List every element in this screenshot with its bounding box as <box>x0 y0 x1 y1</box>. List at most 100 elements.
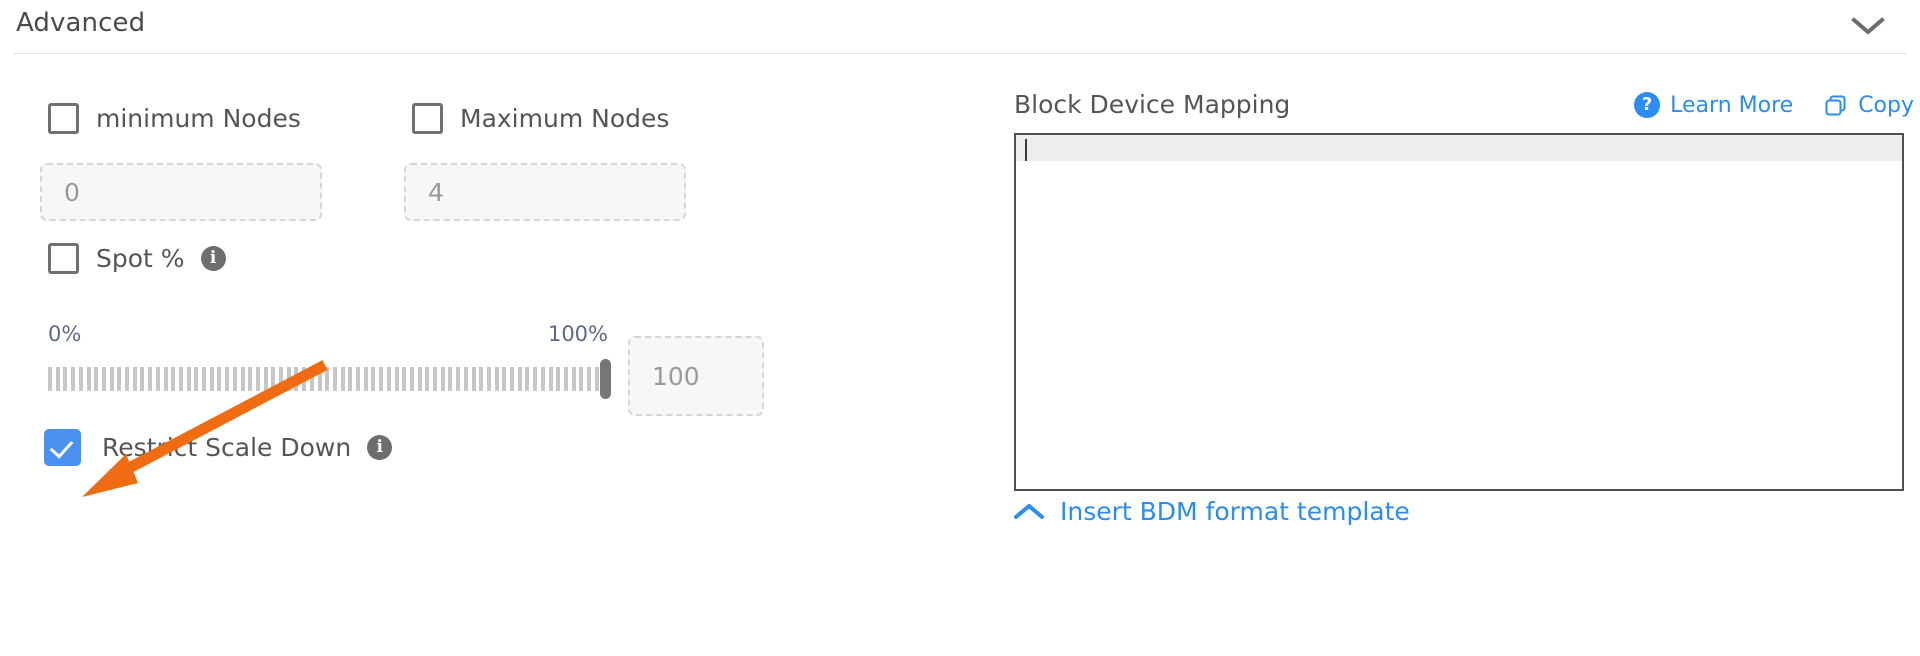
slider-tick <box>463 367 468 391</box>
learn-more-label: Learn More <box>1670 92 1794 118</box>
slider-tick <box>563 367 568 391</box>
slider-tick <box>94 367 99 391</box>
slider-min-label: 0% <box>48 322 82 346</box>
min-nodes-checkbox[interactable] <box>48 103 79 134</box>
slider-tick <box>148 367 153 391</box>
min-nodes-input[interactable]: 0 <box>40 163 322 221</box>
insert-bdm-template-link[interactable]: Insert BDM format template <box>1014 497 1410 526</box>
question-circle-icon: ? <box>1634 92 1661 118</box>
restrict-scale-down-info-icon[interactable]: i <box>367 435 393 460</box>
spot-percent-value-input[interactable]: 100 <box>628 336 764 416</box>
slider-tick <box>386 367 391 391</box>
slider-tick <box>471 367 476 391</box>
insert-bdm-template-label: Insert BDM format template <box>1060 497 1410 526</box>
slider-thumb[interactable] <box>600 359 611 399</box>
slider-tick <box>456 367 461 391</box>
slider-tick <box>325 367 330 391</box>
slider-tick <box>217 367 222 391</box>
slider-tick <box>486 367 491 391</box>
page-title: Advanced <box>16 8 146 38</box>
slider-tick <box>209 367 214 391</box>
slider-tick <box>402 367 407 391</box>
block-device-mapping-panel: Block Device Mapping ? Learn More Copy I… <box>1000 54 1920 656</box>
block-device-mapping-title: Block Device Mapping <box>1014 90 1291 119</box>
slider-tick <box>510 367 514 391</box>
spot-percent-row: Spot % i <box>48 243 226 274</box>
copy-icon <box>1823 93 1848 118</box>
slider-tick <box>448 367 453 391</box>
slider-tick <box>556 367 561 391</box>
slider-tick <box>125 367 129 391</box>
slider-tick <box>155 367 160 391</box>
spot-percent-slider[interactable] <box>48 359 611 399</box>
slider-tick <box>548 367 553 391</box>
slider-tick <box>302 367 307 391</box>
restrict-scale-down-row: Restrict Scale Down i <box>44 429 393 466</box>
slider-tick <box>202 367 206 391</box>
editor-caret <box>1025 139 1027 161</box>
slider-range-labels: 0% 100% <box>48 322 608 350</box>
slider-tick <box>356 367 360 391</box>
advanced-left-column: minimum Nodes Maximum Nodes 0 4 Spot % i… <box>0 54 980 656</box>
slider-tick <box>71 367 76 391</box>
slider-tick <box>194 367 199 391</box>
restrict-scale-down-label: Restrict Scale Down <box>102 433 352 462</box>
slider-tick <box>140 367 145 391</box>
slider-tick <box>425 367 430 391</box>
slider-tick <box>417 367 422 391</box>
advanced-section-header[interactable]: Advanced <box>0 0 1920 54</box>
slider-tick <box>186 367 191 391</box>
slider-tick <box>271 367 276 391</box>
slider-tick <box>379 367 384 391</box>
slider-tick <box>479 367 484 391</box>
slider-tick <box>525 367 530 391</box>
min-nodes-label: minimum Nodes <box>96 104 301 133</box>
chevron-down-icon[interactable] <box>1846 12 1890 40</box>
copy-link[interactable]: Copy <box>1823 93 1914 118</box>
spot-percent-checkbox[interactable] <box>48 243 79 274</box>
max-nodes-input[interactable]: 4 <box>404 163 686 221</box>
slider-tick <box>317 367 322 391</box>
slider-tick <box>371 367 376 391</box>
block-device-mapping-actions: ? Learn More Copy <box>1634 92 1914 118</box>
slider-tick <box>587 367 591 391</box>
slider-tick <box>109 367 114 391</box>
slider-tick <box>63 367 68 391</box>
max-nodes-row: Maximum Nodes <box>412 103 669 134</box>
slider-tick <box>225 367 230 391</box>
slider-tick <box>286 367 291 391</box>
slider-tick <box>332 367 337 391</box>
slider-tick <box>363 367 368 391</box>
slider-tick <box>440 367 445 391</box>
slider-tick <box>533 367 538 391</box>
slider-tick <box>171 367 176 391</box>
max-nodes-label: Maximum Nodes <box>460 104 670 133</box>
slider-tick <box>494 367 499 391</box>
slider-tick <box>86 367 91 391</box>
block-device-mapping-editor[interactable] <box>1014 133 1904 491</box>
spot-percent-label: Spot % <box>96 244 185 273</box>
spot-percent-info-icon[interactable]: i <box>200 246 226 271</box>
header-divider <box>14 53 1906 54</box>
slider-tick <box>579 367 584 391</box>
slider-tick <box>255 367 260 391</box>
slider-tick <box>178 367 183 391</box>
slider-tick <box>348 367 353 391</box>
slider-tick <box>101 367 106 391</box>
slider-tick <box>240 367 245 391</box>
learn-more-link[interactable]: ? Learn More <box>1634 92 1793 118</box>
max-nodes-checkbox[interactable] <box>412 103 443 134</box>
slider-tick <box>502 367 507 391</box>
slider-tick <box>263 367 268 391</box>
slider-max-label: 100% <box>547 322 608 346</box>
slider-tick <box>409 367 414 391</box>
slider-tick <box>594 367 599 391</box>
slider-tick <box>132 367 137 391</box>
slider-tick <box>55 367 60 391</box>
restrict-scale-down-checkbox[interactable] <box>44 429 81 466</box>
copy-label: Copy <box>1858 92 1914 118</box>
slider-tick <box>78 367 83 391</box>
slider-tick <box>163 367 168 391</box>
chevron-up-icon <box>1014 503 1044 521</box>
slider-tick <box>294 367 299 391</box>
